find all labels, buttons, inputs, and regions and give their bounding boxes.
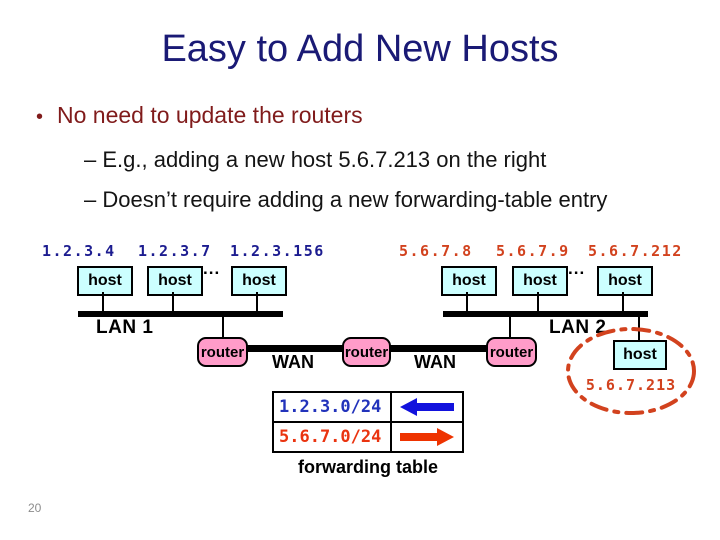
lan1-host-box: host	[231, 266, 287, 296]
router-link-line	[222, 317, 224, 337]
main-bullet: • No need to update the routers	[36, 102, 363, 132]
left-arrow-icon	[400, 398, 454, 416]
lan2-ip-label: 5.6.7.212	[588, 242, 683, 260]
host-link-line	[172, 292, 174, 312]
prefix-cell: 5.6.7.0/24	[274, 423, 392, 451]
wan-label: WAN	[414, 352, 456, 372]
router-box: router	[342, 337, 391, 367]
wan-label: WAN	[272, 352, 314, 372]
wan-link-line	[247, 345, 343, 352]
host-link-line	[466, 292, 468, 312]
next-hop-cell	[392, 393, 462, 421]
forwarding-table: 1.2.3.0/24 5.6.7.0/24	[272, 391, 464, 453]
lan1-label: LAN 1	[96, 317, 154, 338]
next-hop-cell	[392, 423, 462, 451]
sub-bullet-1: – E.g., adding a new host 5.6.7.213 on t…	[84, 147, 547, 172]
lan2-host-box: host	[597, 266, 653, 296]
bullet-marker: •	[36, 106, 44, 128]
lan1-ip-label: 1.2.3.7	[138, 242, 212, 260]
new-host-ip-label: 5.6.7.213	[585, 376, 677, 394]
lan1-host-box: host	[147, 266, 203, 296]
router-link-line	[509, 317, 511, 337]
lan2-host-box: host	[512, 266, 568, 296]
right-arrow-icon	[400, 428, 454, 446]
forwarding-table-caption: forwarding table	[297, 457, 438, 477]
lan2-ip-label: 5.6.7.8	[399, 242, 473, 260]
highlight-ellipse-icon	[566, 327, 696, 415]
wan-link-line	[390, 345, 487, 352]
lan1-host-box: host	[77, 266, 133, 296]
page-title: Easy to Add New Hosts	[161, 28, 559, 70]
forwarding-table-row: 5.6.7.0/24	[274, 421, 462, 451]
router-box: router	[486, 337, 537, 367]
lan1-ellipsis: ...	[203, 259, 221, 278]
new-host-box: host	[613, 340, 667, 370]
main-bullet-text: No need to update the routers	[57, 102, 363, 128]
lan1-bus	[78, 311, 283, 317]
sub-bullet-2: – Doesn’t require adding a new forwardin…	[84, 187, 608, 212]
page-number: 20	[28, 501, 42, 515]
router-box: router	[197, 337, 248, 367]
prefix-cell: 1.2.3.0/24	[274, 393, 392, 421]
lan2-bus	[443, 311, 648, 317]
lan2-ellipsis: ...	[568, 259, 586, 278]
host-link-line	[102, 292, 104, 312]
host-link-line	[537, 292, 539, 312]
lan1-ip-label: 1.2.3.4	[42, 242, 116, 260]
host-link-line	[256, 292, 258, 312]
host-link-line	[622, 292, 624, 312]
lan2-host-box: host	[441, 266, 497, 296]
lan2-label: LAN 2	[549, 317, 607, 338]
lan1-ip-label: 1.2.3.156	[230, 242, 325, 260]
forwarding-table-row: 1.2.3.0/24	[274, 393, 462, 421]
lan2-ip-label: 5.6.7.9	[496, 242, 570, 260]
